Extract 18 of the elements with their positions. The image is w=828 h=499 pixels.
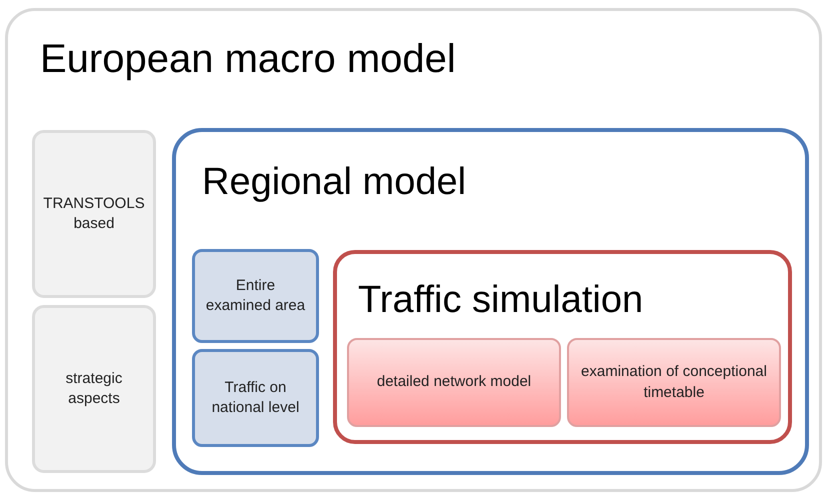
box-label: TRANSTOOLS based — [43, 194, 145, 234]
side-box — [32, 305, 156, 473]
info-box — [192, 249, 319, 343]
panel-heading: Traffic simulation — [358, 280, 644, 322]
box-label: Entire examined area — [204, 276, 306, 316]
panel-heading: European macro model — [40, 37, 456, 81]
box-label: examination of conceptional timetable — [580, 362, 768, 402]
info-box — [192, 349, 319, 447]
simulation-panel — [333, 250, 792, 444]
panel-heading: Regional model — [202, 162, 466, 204]
box-label: Traffic on national level — [210, 378, 300, 418]
model-box — [347, 338, 561, 427]
region-panel — [172, 128, 809, 475]
side-box — [32, 130, 156, 298]
model-box — [567, 338, 781, 427]
outer-panel — [5, 8, 822, 492]
box-label: strategic aspects — [64, 368, 124, 409]
box-label: detailed network model — [376, 372, 532, 392]
